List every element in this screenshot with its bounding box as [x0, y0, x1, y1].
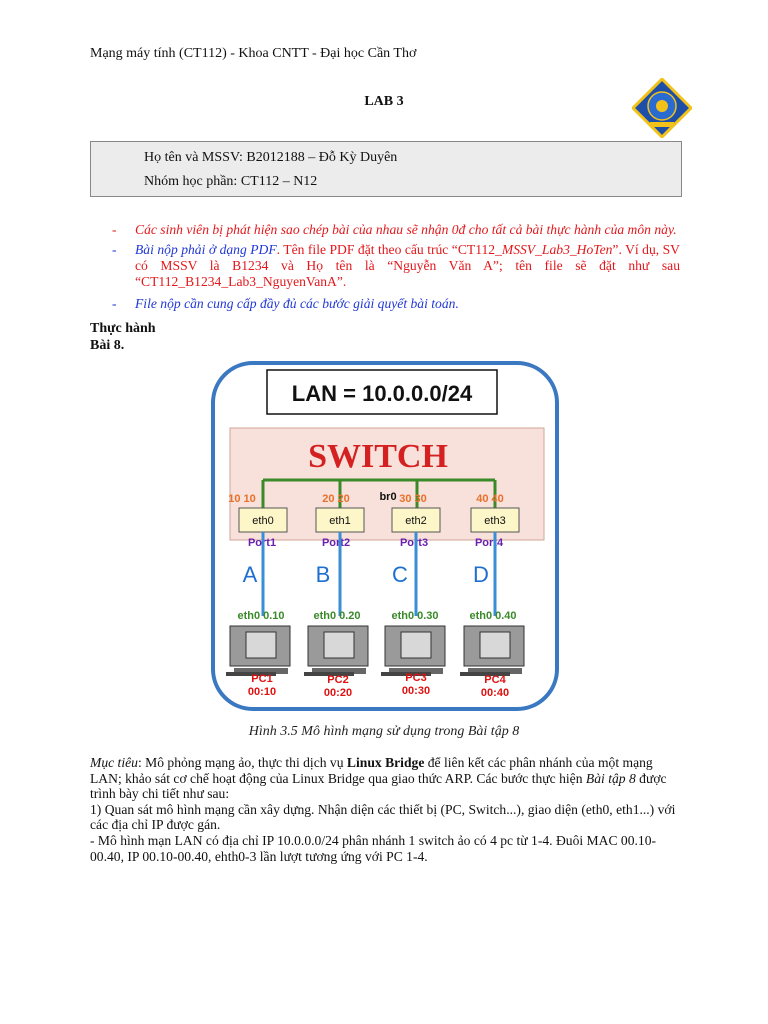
body-text-span: : Mô phỏng mạng ảo, thực thi dịch vụ [137, 755, 347, 770]
pc-name: PC2 [327, 674, 348, 686]
vlan-tags: 10 10 20 20 30 30 40 40 [228, 493, 504, 505]
rule-text: File nộp cần cung cấp đầy đủ các bước gi… [135, 296, 459, 311]
rule-item: -Các sinh viên bị phát hiện sao chép bài… [112, 222, 677, 237]
vlan-tag: 10 10 [228, 493, 256, 505]
student-group: Nhóm học phần: CT112 – N12 [144, 174, 318, 189]
interface-box [391, 507, 441, 533]
interface-label: eth2 [405, 515, 426, 527]
port-label: Port2 [322, 537, 350, 549]
computer-icon [304, 625, 369, 676]
network-diagram: LAN = 10.0.0.0/24 SWITCH br0 10 10 20 20… [211, 361, 559, 711]
pc-mac: 00:40 [481, 687, 509, 699]
interface-label: eth0 [252, 515, 273, 527]
student-info-box: Họ tên và MSSV: B2012188 – Đỗ Kỳ Duyên N… [90, 141, 682, 197]
rule-text: Các sinh viên bị phát hiện sao chép bài … [135, 222, 677, 237]
switch-label: SWITCH [308, 438, 448, 475]
section-title: Thực hành [90, 321, 156, 336]
pc-name: PC3 [405, 672, 426, 684]
pc-iface-labels: eth0 0.10 eth0 0.20 eth0 0.30 eth0 0.40 [237, 610, 516, 622]
pc-mac: 00:10 [248, 686, 276, 698]
rule-text: . Tên file PDF đặt theo cấu trúc “CT112_ [276, 242, 502, 257]
interface-label: eth3 [484, 515, 505, 527]
answer-paragraph: - Mô hình mạn LAN có địa chỉ IP 10.0.0.0… [90, 832, 657, 864]
interface-box [470, 507, 520, 533]
computer-icon [226, 625, 291, 676]
student-name-id: Họ tên và MSSV: B2012188 – Đỗ Kỳ Duyên [144, 150, 398, 165]
university-logo-icon [632, 78, 692, 138]
pc-name: PC1 [251, 673, 272, 685]
lan-label: LAN = 10.0.0.0/24 [292, 381, 473, 406]
link-label: B [316, 562, 331, 587]
rule-item: -File nộp cần cung cấp đầy đủ các bước g… [112, 296, 459, 311]
objective-label: Mục tiêu [90, 755, 138, 770]
body-text-span: để liên kết các phân nhánh của một mạng … [90, 755, 653, 786]
interface-box [238, 507, 288, 533]
submission-rules: -Các sinh viên bị phát hiện sao chép bài… [112, 222, 680, 316]
exercise-title: Bài 8. [90, 338, 125, 353]
body-text-span: được trình bày chi tiết như sau: [90, 770, 667, 802]
linux-bridge-term: Linux Bridge [346, 755, 425, 770]
rule-text: ”. Ví dụ, SV có MSSV là B1234 và Họ tên … [135, 242, 680, 289]
port-label: Port4 [475, 537, 504, 549]
links [261, 532, 497, 616]
rule-text: MSSV_Lab3_HoTen [501, 242, 613, 257]
pc-labels: PC1 PC2 PC3 PC4 00:10 00:20 00:30 00:40 [248, 672, 509, 699]
pc-name: PC4 [484, 674, 506, 686]
pc-iface-label: eth0 0.10 [237, 610, 284, 622]
link-label: A [243, 562, 258, 587]
step-1-paragraph: 1) Quan sát mô hình mạng cần xây dựng. N… [90, 801, 676, 833]
bridge-lines [261, 478, 497, 508]
vlan-tag: 40 40 [476, 493, 504, 505]
rule-item: -Bài nộp phải ở dạng PDF. Tên file PDF đ… [112, 242, 680, 289]
vlan-tag: 30 30 [399, 493, 427, 505]
pc-mac: 00:20 [324, 687, 352, 699]
rule-text: Bài nộp phải ở dạng PDF [135, 242, 277, 257]
link-label: C [392, 562, 408, 587]
pc-iface-label: eth0 0.40 [469, 610, 516, 622]
link-labels: A B C D [243, 562, 489, 587]
computer-icon [381, 625, 446, 676]
link-label: D [473, 562, 489, 587]
pc-mac: 00:30 [402, 685, 430, 697]
objective-paragraph: Mục tiêu: Mô phỏng mạng ảo, thực thi dịc… [90, 755, 680, 802]
interface-label: eth1 [329, 515, 350, 527]
port-label: Port3 [400, 537, 428, 549]
bridge-label: br0 [379, 491, 396, 503]
pc-iface-label: eth0 0.30 [391, 610, 438, 622]
lab-title: LAB 3 [364, 94, 404, 109]
pc-icons [226, 625, 525, 676]
vlan-tag: 20 20 [322, 493, 350, 505]
computer-icon [460, 625, 525, 676]
page-header: Mạng máy tính (CT112) - Khoa CNTT - Đại … [90, 46, 417, 61]
interfaces: eth0 eth1 eth2 eth3 [238, 507, 520, 533]
lan-box [266, 369, 498, 415]
interface-box [315, 507, 365, 533]
exercise-ref: Bài tập 8 [585, 770, 636, 786]
figure-caption: Hình 3.5 Mô hình mạng sử dụng trong Bài … [248, 724, 520, 739]
exercise-body: Mục tiêu: Mô phỏng mạng ảo, thực thi dịc… [90, 755, 680, 864]
pc-iface-label: eth0 0.20 [313, 610, 360, 622]
